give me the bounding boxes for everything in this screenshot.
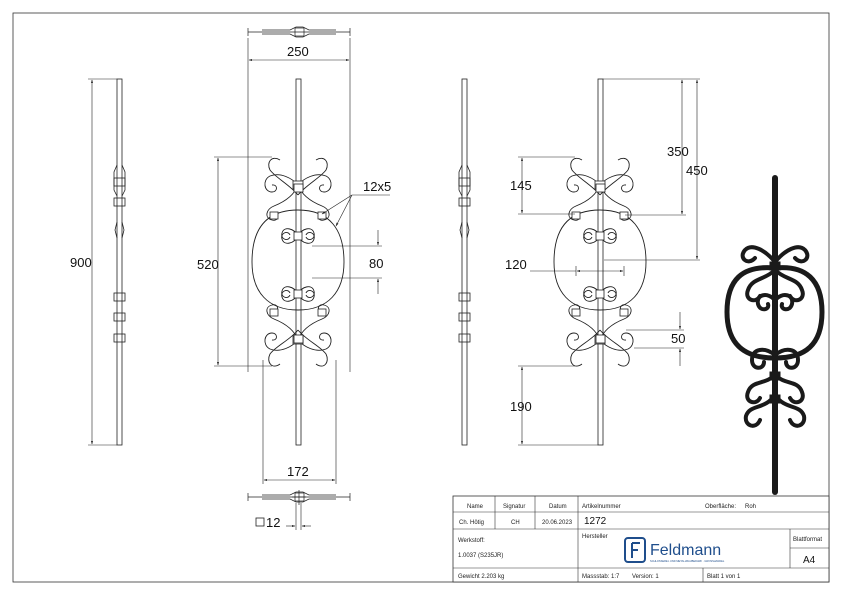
brand-name: Feldmann [650, 542, 721, 559]
tb-artikelnummer-value: 1272 [584, 516, 607, 527]
front-view-1: 250 520 12x5 80 [197, 26, 391, 530]
tb-werkstoff-value: 1.0037 (S235JR) [458, 553, 503, 559]
dim-12x5: 12x5 [363, 179, 391, 194]
tb-blattformat-label: Blattformat [793, 537, 822, 543]
tb-blatt: Blatt 1 von 1 [707, 574, 741, 580]
tb-oberflaeche-label: Oberfläche: [705, 504, 736, 510]
dim-80: 80 [369, 256, 383, 271]
tb-signatur-label: Signatur [503, 504, 525, 510]
feldmann-logo: Feldmann SCHLOSSEREI- UND METALLBAUBEDAR… [624, 537, 725, 563]
bottom-plan-view [247, 490, 351, 505]
dim-900: 900 [70, 255, 92, 270]
tb-datum-value: 20.06.2023 [542, 520, 573, 526]
dim-520: 520 [197, 257, 219, 272]
side-view-left: 900 [70, 78, 126, 446]
tb-artikelnummer-label: Artikelnummer [582, 504, 621, 510]
tb-werkstoff-label: Werkstoff: [458, 538, 485, 544]
dim-120: 120 [505, 257, 527, 272]
dim-50: 50 [671, 331, 685, 346]
tb-signatur-value: CH [511, 520, 520, 526]
tb-gewicht: Gewicht 2.203 kg [458, 574, 504, 580]
tb-version: Version: 1 [632, 574, 659, 580]
title-block: Name Signatur Datum Artikelnummer Oberfl… [452, 495, 830, 583]
tb-oberflaeche-value: Roh [745, 504, 756, 510]
tb-name-value: Ch. Hötig [459, 520, 484, 526]
brand-tagline: SCHLOSSEREI- UND METALLBAUBEDARF · GROSS… [650, 559, 725, 563]
dim-172: 172 [287, 464, 309, 479]
tb-blattformat-value: A4 [803, 555, 816, 566]
front-view-2: 145 350 450 120 50 190 [505, 78, 708, 446]
dim-145: 145 [510, 178, 532, 193]
tb-datum-label: Datum [549, 504, 567, 510]
top-plan-view [247, 26, 351, 38]
dim-450: 450 [686, 163, 708, 178]
dim-190: 190 [510, 399, 532, 414]
dim-250: 250 [287, 44, 309, 59]
tb-hersteller-label: Hersteller [582, 534, 608, 540]
drawing-frame [12, 12, 830, 583]
3d-render [724, 175, 825, 495]
dim-350: 350 [667, 144, 689, 159]
side-view-middle [458, 78, 471, 446]
tb-name-label: Name [467, 504, 484, 510]
tb-massstab: Massstab: 1:7 [582, 574, 620, 580]
dim-12: 12 [266, 515, 280, 530]
